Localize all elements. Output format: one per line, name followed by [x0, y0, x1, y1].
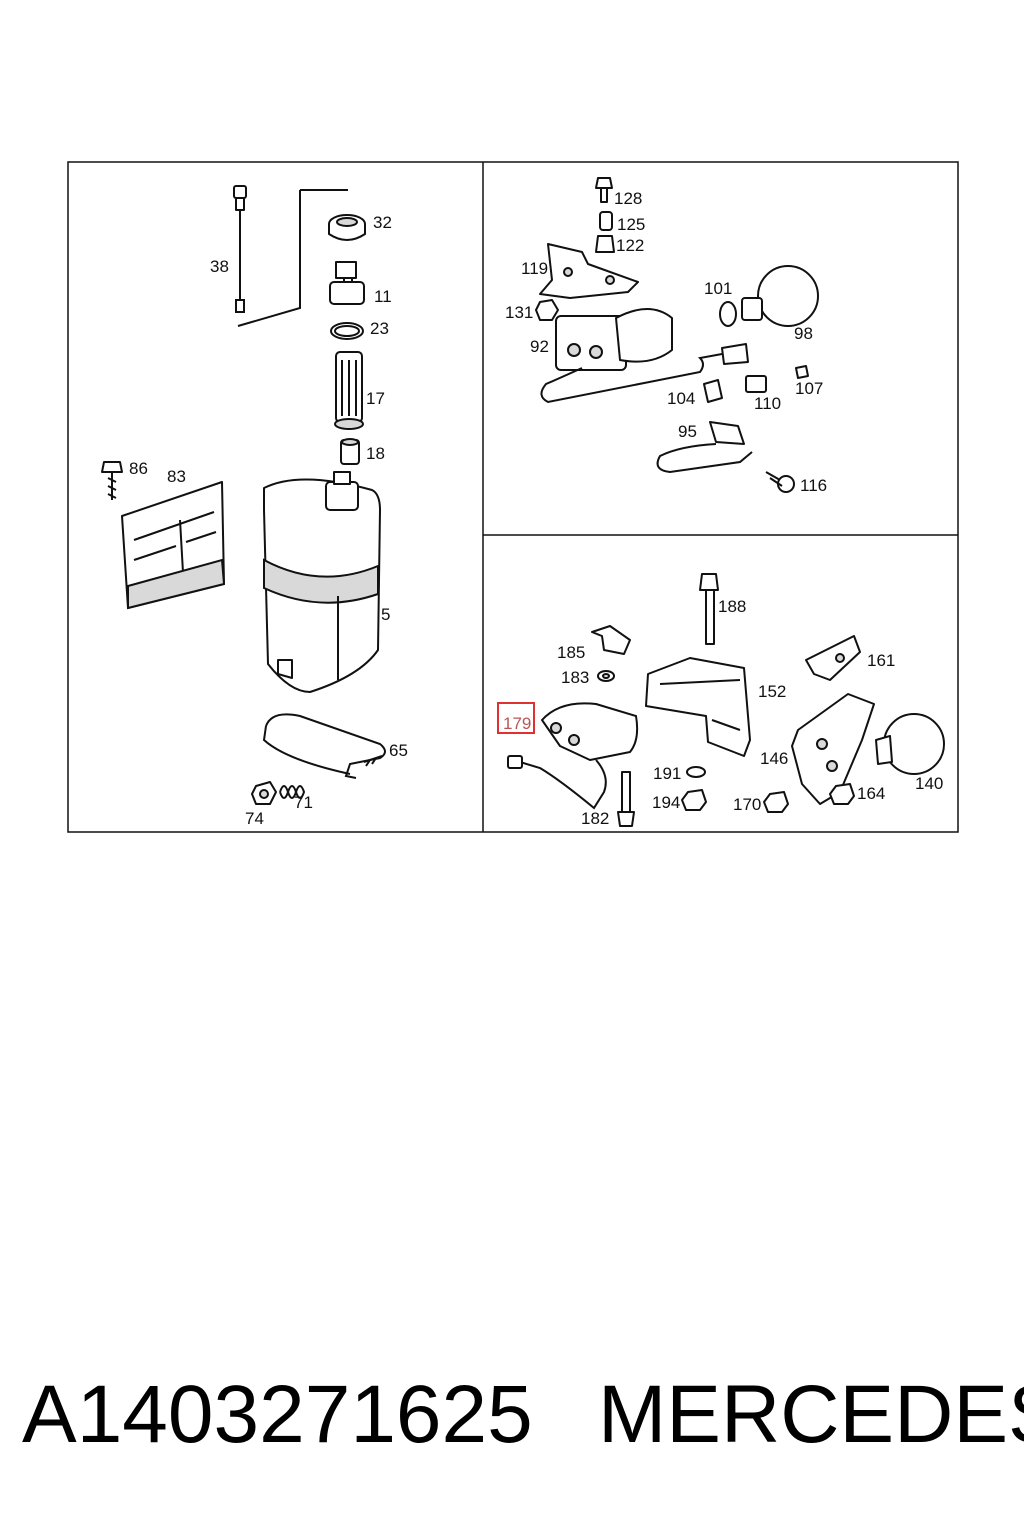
callout-191[interactable]: 191 [653, 764, 681, 783]
callout-140[interactable]: 140 [915, 774, 943, 793]
footer-caption: A1403271625 MERCEDES [0, 1368, 1024, 1478]
callout-74[interactable]: 74 [245, 809, 264, 828]
part-188-bolt [699, 573, 719, 645]
callout-131[interactable]: 131 [505, 303, 533, 322]
part-104-plug-connector [703, 343, 749, 403]
callout-83[interactable]: 83 [167, 467, 186, 486]
part-83-cover-plate [121, 481, 226, 610]
part-125-sleeve [599, 211, 613, 231]
part-194-nut [681, 789, 707, 811]
callout-38[interactable]: 38 [210, 257, 229, 276]
part-74-nut [251, 781, 277, 805]
callout-170[interactable]: 170 [733, 795, 761, 814]
part-98-pressure-accumulator [741, 265, 819, 327]
part-185-clip [591, 625, 631, 655]
callout-183[interactable]: 183 [561, 668, 589, 687]
part-183-washer [597, 670, 615, 682]
part-179-pump-motor [507, 702, 639, 810]
callout-5[interactable]: 5 [381, 605, 390, 624]
part-11-sender [329, 261, 365, 305]
part-164-nut [829, 783, 855, 805]
part-95-sensor [656, 421, 753, 474]
part-101-seal-ring [719, 301, 737, 327]
brand-name: MERCEDES [598, 1369, 1024, 1460]
part-122-grommet [595, 235, 615, 253]
part-number: A1403271625 [22, 1369, 533, 1460]
part-170-nut [763, 791, 789, 813]
callout-185[interactable]: 185 [557, 643, 585, 662]
callout-194[interactable]: 194 [652, 793, 680, 812]
part-191-washer [686, 766, 706, 778]
callout-161[interactable]: 161 [867, 651, 895, 670]
callout-17[interactable]: 17 [366, 389, 385, 408]
part-161-plate [805, 635, 861, 681]
diagram-frame [67, 161, 959, 833]
part-119-bracket [539, 243, 639, 299]
callout-164[interactable]: 164 [857, 784, 885, 803]
part-23-o-ring [330, 322, 364, 340]
callout-125[interactable]: 125 [617, 215, 645, 234]
callout-107[interactable]: 107 [795, 379, 823, 398]
callout-152[interactable]: 152 [758, 682, 786, 701]
part-152-mount-bracket [645, 657, 751, 757]
callout-98[interactable]: 98 [794, 324, 813, 343]
callout-122[interactable]: 122 [616, 236, 644, 255]
callout-11[interactable]: 11 [374, 287, 392, 306]
part-17-filter [334, 351, 364, 430]
callout-71[interactable]: 71 [294, 793, 313, 812]
callout-146[interactable]: 146 [760, 749, 788, 768]
callout-179[interactable]: 179 [503, 714, 531, 733]
callout-116[interactable]: 116 [800, 476, 827, 495]
callout-18[interactable]: 18 [366, 444, 385, 463]
part-92-valve-block [540, 308, 723, 404]
callout-188[interactable]: 188 [718, 597, 746, 616]
part-110-connector [745, 375, 767, 393]
highlight-box-179 [497, 702, 535, 734]
callout-86[interactable]: 86 [129, 459, 148, 478]
part-32-ring-nut [328, 214, 366, 241]
callout-119[interactable]: 119 [521, 259, 548, 278]
part-65-strap [262, 713, 386, 779]
part-5-reservoir [263, 471, 381, 693]
part-107-pin [795, 365, 809, 379]
callout-110[interactable]: 110 [754, 394, 781, 413]
part-116-screw [765, 471, 795, 493]
callout-32[interactable]: 32 [373, 213, 392, 232]
part-71-spring [279, 785, 306, 799]
part-128-bolt [595, 177, 613, 203]
callout-95[interactable]: 95 [678, 422, 697, 441]
part-131-nut [535, 299, 559, 321]
callout-128[interactable]: 128 [614, 189, 642, 208]
part-18-bushing [340, 438, 360, 465]
callout-104[interactable]: 104 [667, 389, 695, 408]
callout-23[interactable]: 23 [370, 319, 389, 338]
callout-92[interactable]: 92 [530, 337, 549, 356]
callout-65[interactable]: 65 [389, 741, 408, 760]
part-38-dipstick [233, 185, 348, 327]
part-86-screw [101, 461, 123, 500]
part-182-bolt [617, 771, 635, 827]
callout-101[interactable]: 101 [704, 279, 732, 298]
part-140-accumulator [875, 713, 945, 775]
callout-182[interactable]: 182 [581, 809, 609, 828]
